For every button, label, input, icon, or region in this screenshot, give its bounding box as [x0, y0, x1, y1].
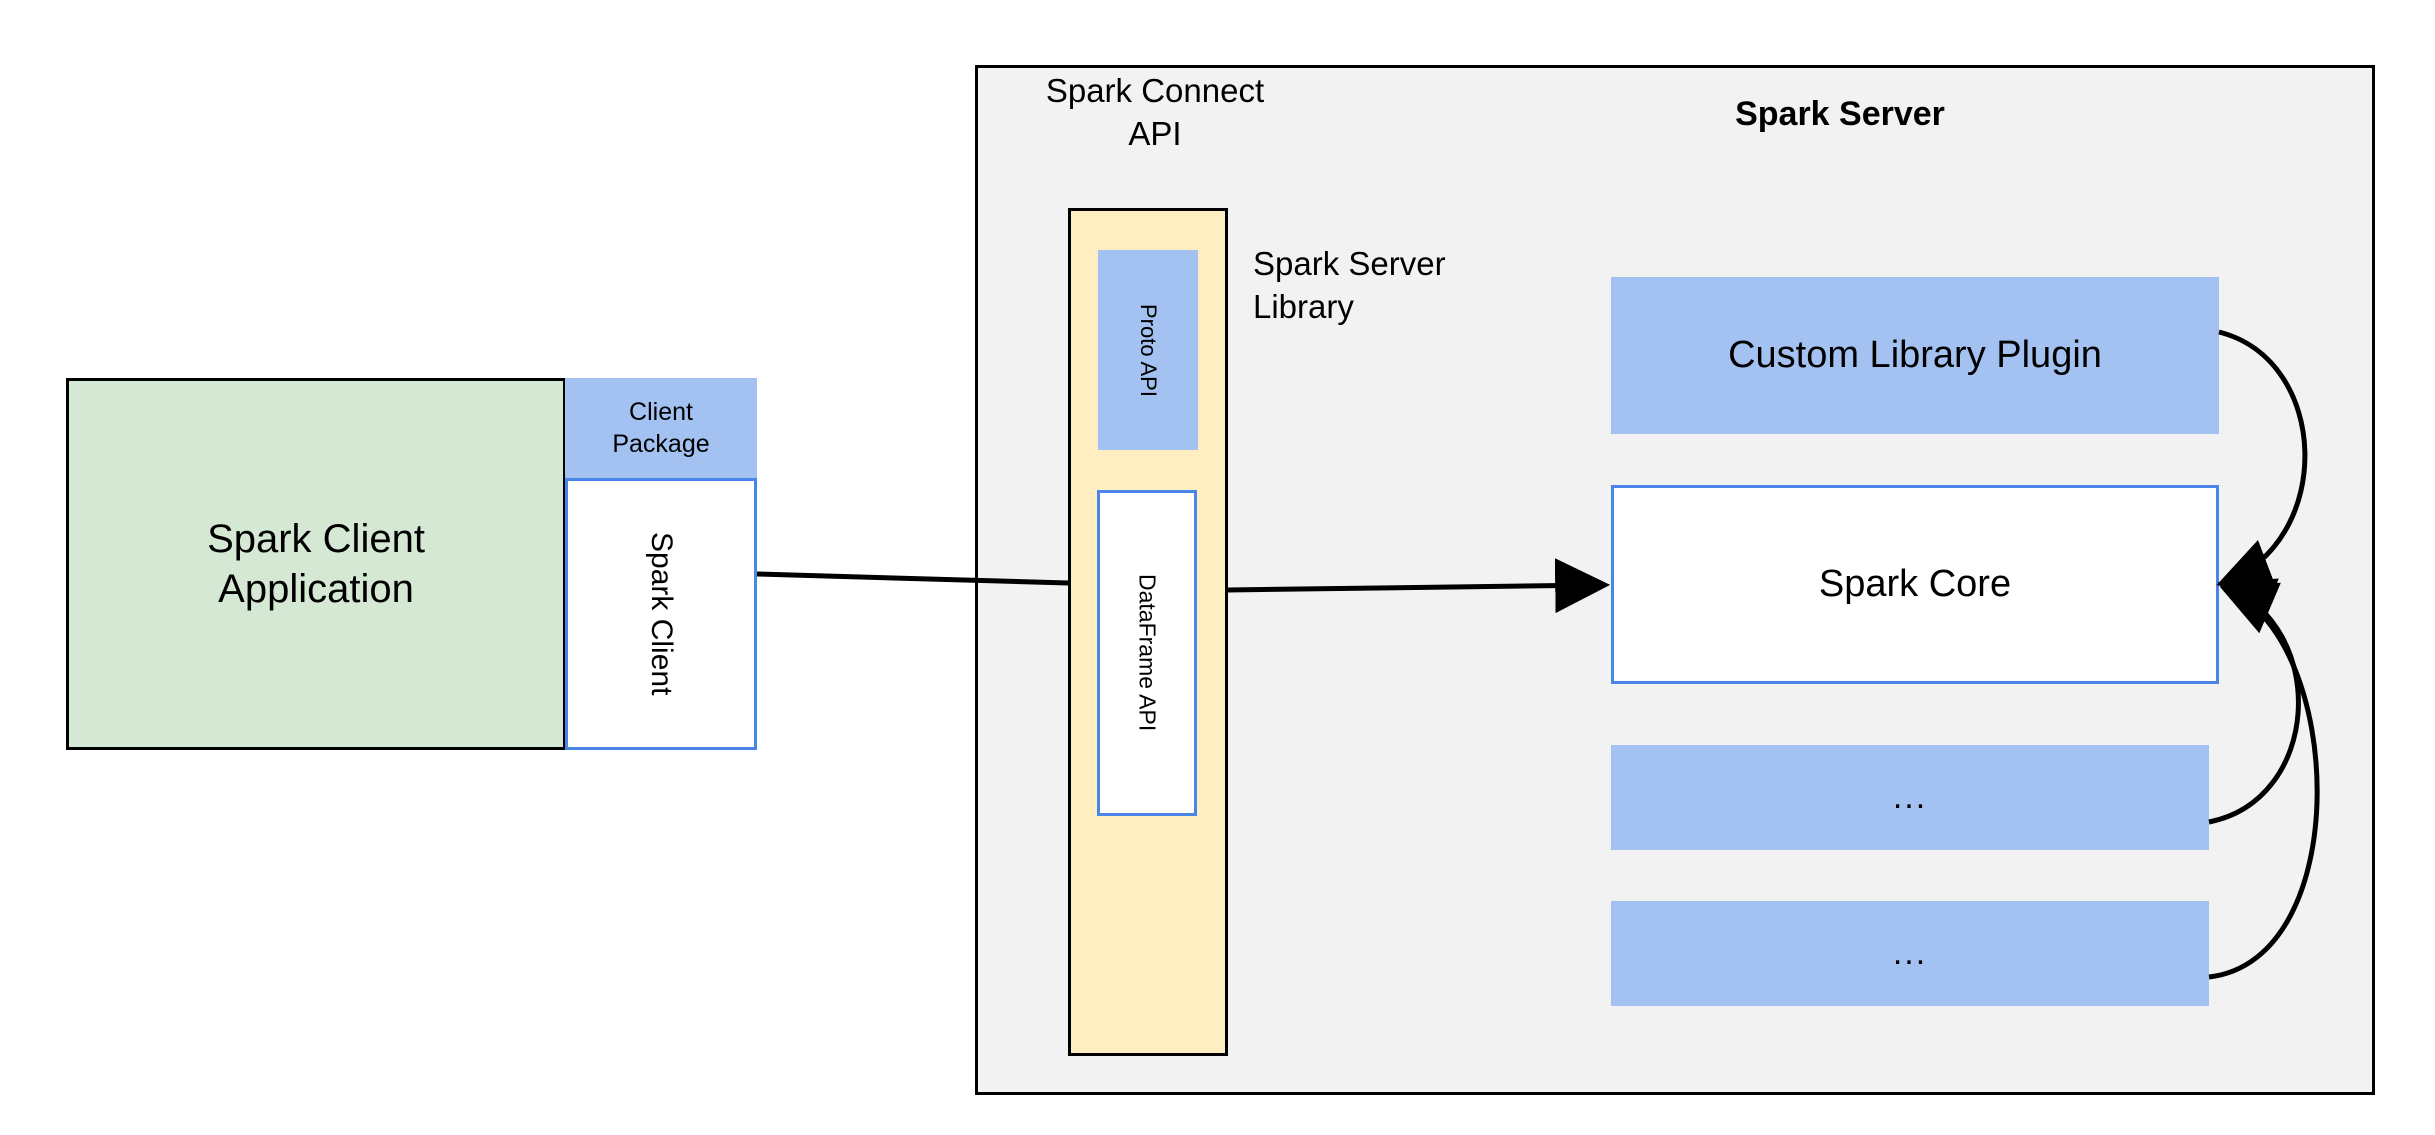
ellipsis-box-1-label: ... [1892, 778, 1928, 816]
client-package-label: Client Package [612, 397, 710, 459]
spark-core-label: Spark Core [1818, 563, 2012, 605]
custom-library-plugin-box[interactable]: Custom Library Plugin [1611, 277, 2219, 434]
spark-client-box[interactable]: Spark Client [565, 478, 757, 750]
spark-client-application-box[interactable]: Spark Client Application [66, 378, 566, 750]
spark-client-application-label: Spark Client Application [207, 516, 425, 611]
spark-core-box[interactable]: Spark Core [1611, 485, 2219, 684]
custom-library-plugin-label: Custom Library Plugin [1728, 334, 2102, 376]
proto-api-label: Proto API [1136, 303, 1161, 397]
dataframe-api-box[interactable]: DataFrame API [1097, 490, 1197, 816]
spark-server-title: Spark Server [1735, 95, 1945, 133]
proto-api-box[interactable]: Proto API [1098, 250, 1198, 450]
spark-client-label: Spark Client [645, 532, 678, 696]
client-package-box[interactable]: Client Package [565, 378, 757, 478]
dataframe-api-label: DataFrame API [1134, 574, 1161, 732]
ellipsis-box-2-label: ... [1892, 934, 1928, 972]
ellipsis-box-2[interactable]: ... [1611, 901, 2209, 1006]
ellipsis-box-1[interactable]: ... [1611, 745, 2209, 850]
spark-server-library-label: Spark Server Library [1253, 245, 1446, 325]
spark-connect-api-label: Spark Connect API [1045, 72, 1265, 152]
